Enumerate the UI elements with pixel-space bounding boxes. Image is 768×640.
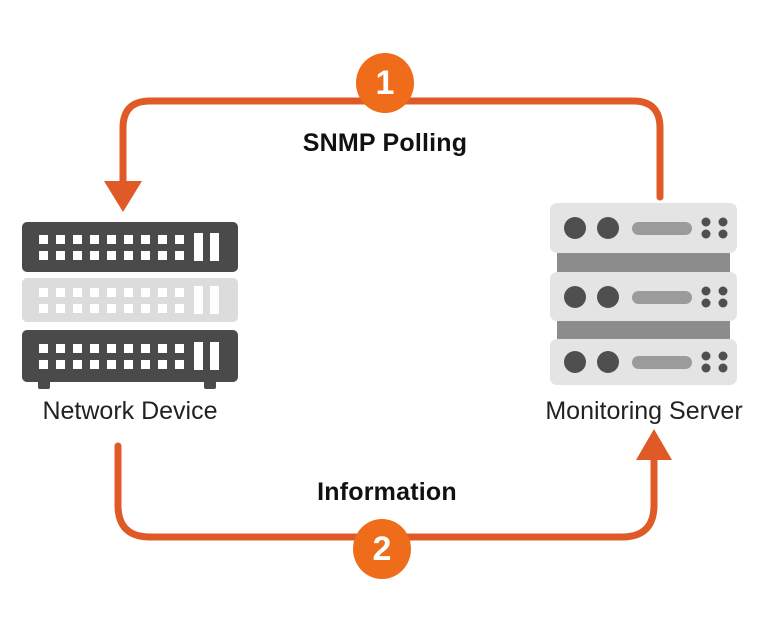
step-1-badge: 1 [356, 53, 414, 113]
monitoring-server-label: Monitoring Server [545, 397, 743, 425]
information-label: Information [317, 478, 457, 506]
step-2-badge: 2 [353, 519, 411, 579]
snmp-polling-label: SNMP Polling [302, 129, 468, 157]
step-1-number: 1 [375, 63, 395, 102]
network-device-icon [22, 222, 238, 389]
snmp-polling-arrowhead-icon [104, 181, 142, 212]
network-device-label: Network Device [42, 397, 218, 425]
monitoring-server-icon [550, 203, 737, 385]
step-2-number: 2 [372, 529, 392, 568]
information-arrowhead-icon [636, 429, 672, 460]
